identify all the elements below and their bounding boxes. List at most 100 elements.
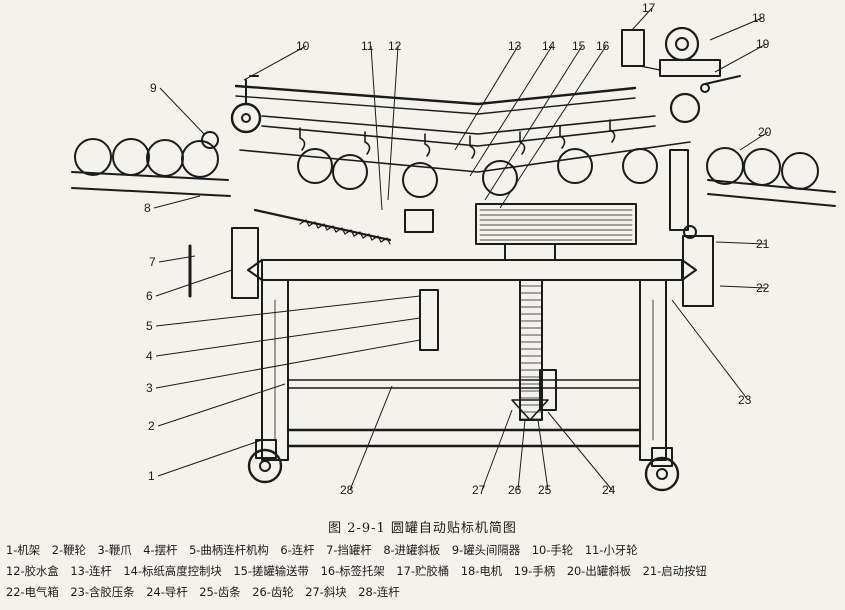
leader-line [454,45,519,151]
legend-row: 1-机架 2-鞭轮 3-鞭爪 4-摆杆 5-曲柄连杆机构 6-连杆 7-挡罐杆 … [6,540,842,561]
callout-number: 5 [146,319,153,333]
legend-item: 20-出罐斜板 [566,564,631,578]
leader-line [739,131,769,151]
callout-number: 21 [756,237,770,251]
leader-line [517,419,526,491]
callout-number: 19 [756,37,770,51]
gripper-hook [469,135,476,159]
leader-line [155,317,421,357]
legend-item: 7-挡罐杆 [326,543,372,557]
can [112,138,150,176]
hanging-can [297,148,333,184]
callout-number: 8 [144,201,151,215]
gripper-hook [519,131,526,155]
drive-pulley-hub [241,113,251,123]
callout-number: 28 [340,483,354,497]
electric-box [682,235,714,307]
can [743,148,781,186]
callout-number: 11 [361,39,374,53]
callout-number: 20 [758,125,772,139]
guide-bar [539,369,557,411]
legend-item: 17-贮胶桶 [396,564,450,578]
legend-item: 23-含胶压条 [70,585,135,599]
callout-number: 12 [388,39,402,53]
can [181,140,219,178]
legend-item: 24-导杆 [146,585,188,599]
leader-line [153,195,201,209]
leader-line [157,383,286,427]
legend-row: 22-电气箱 23-含胶压条 24-导杆 25-齿条 26-齿轮 27-斜块 2… [6,582,842,603]
leader-line [631,7,653,31]
belt [639,65,661,71]
legend-item: 1-机架 [6,543,41,557]
leader-line [714,43,767,73]
glue-box [404,209,434,233]
caster-hub [259,460,271,472]
hanging-can [557,148,593,184]
callout-number: 6 [146,289,153,303]
gripper-hook [424,133,431,157]
legend-item: 5-曲柄连杆机构 [189,543,269,557]
upper-rail [261,125,656,147]
callout-number: 27 [472,483,486,497]
leader-line [349,385,393,491]
motor-base [659,59,721,77]
legend-item: 25-齿条 [199,585,241,599]
legend-item: 27-斜块 [305,585,347,599]
crank-block [231,227,259,299]
small-gear [201,131,219,149]
beam-end [681,259,697,281]
caster-mount [651,447,673,467]
magazine-base [504,243,556,261]
upper-rail [261,115,656,135]
legend-item: 4-摆杆 [143,543,178,557]
handle-arm [704,75,741,85]
leader-line [709,17,763,41]
rack-teeth [299,219,391,245]
legend-row: 12-胶水盒 13-连杆 14-标纸高度控制块 15-搓罐输送带 16-标签托架… [6,561,842,582]
parts-legend: 1-机架 2-鞭轮 3-鞭爪 4-摆杆 5-曲柄连杆机构 6-连杆 7-挡罐杆 … [6,540,842,603]
drive-pulley [230,102,262,134]
beam-end [247,259,263,281]
legend-item: 18-电机 [460,564,503,578]
legend-item: 22-电气箱 [6,585,59,599]
callout-number: 18 [752,11,766,25]
lower-rail [239,141,691,173]
legend-item: 9-罐头间隔器 [451,543,521,557]
leader-line [155,295,421,327]
callout-number: 16 [596,39,610,53]
leader-line [469,45,553,177]
can [146,139,184,177]
legend-item: 21-启动按钮 [642,564,707,578]
can [706,147,744,185]
leader-line [671,299,749,401]
legend-item: 10-手轮 [531,543,574,557]
legend-item: 19-手柄 [513,564,556,578]
legend-item: 11-小牙轮 [584,543,638,557]
callout-number: 26 [508,483,522,497]
legend-item: 12-胶水盒 [6,564,59,578]
caster-hub [656,468,668,480]
leader-line [155,269,233,297]
legend-item: 28-连杆 [358,585,400,599]
can [74,138,112,176]
legend-item: 13-连杆 [70,564,112,578]
hanging-can [402,162,438,198]
callout-number: 25 [538,483,552,497]
outfeed-chute [707,179,836,207]
callout-number: 15 [572,39,586,53]
callout-number: 22 [756,281,770,295]
legend-item: 8-进罐斜板 [383,543,441,557]
caster-mount [255,439,277,459]
start-button [683,225,697,239]
leader-line [481,409,513,491]
gripper-hook [364,131,371,155]
callout-number: 24 [602,483,616,497]
legend-item: 15-搓罐输送带 [233,564,309,578]
top-beam [234,84,637,106]
leader-line [155,339,421,389]
hanging-can [622,148,658,184]
leader-line [719,285,767,289]
